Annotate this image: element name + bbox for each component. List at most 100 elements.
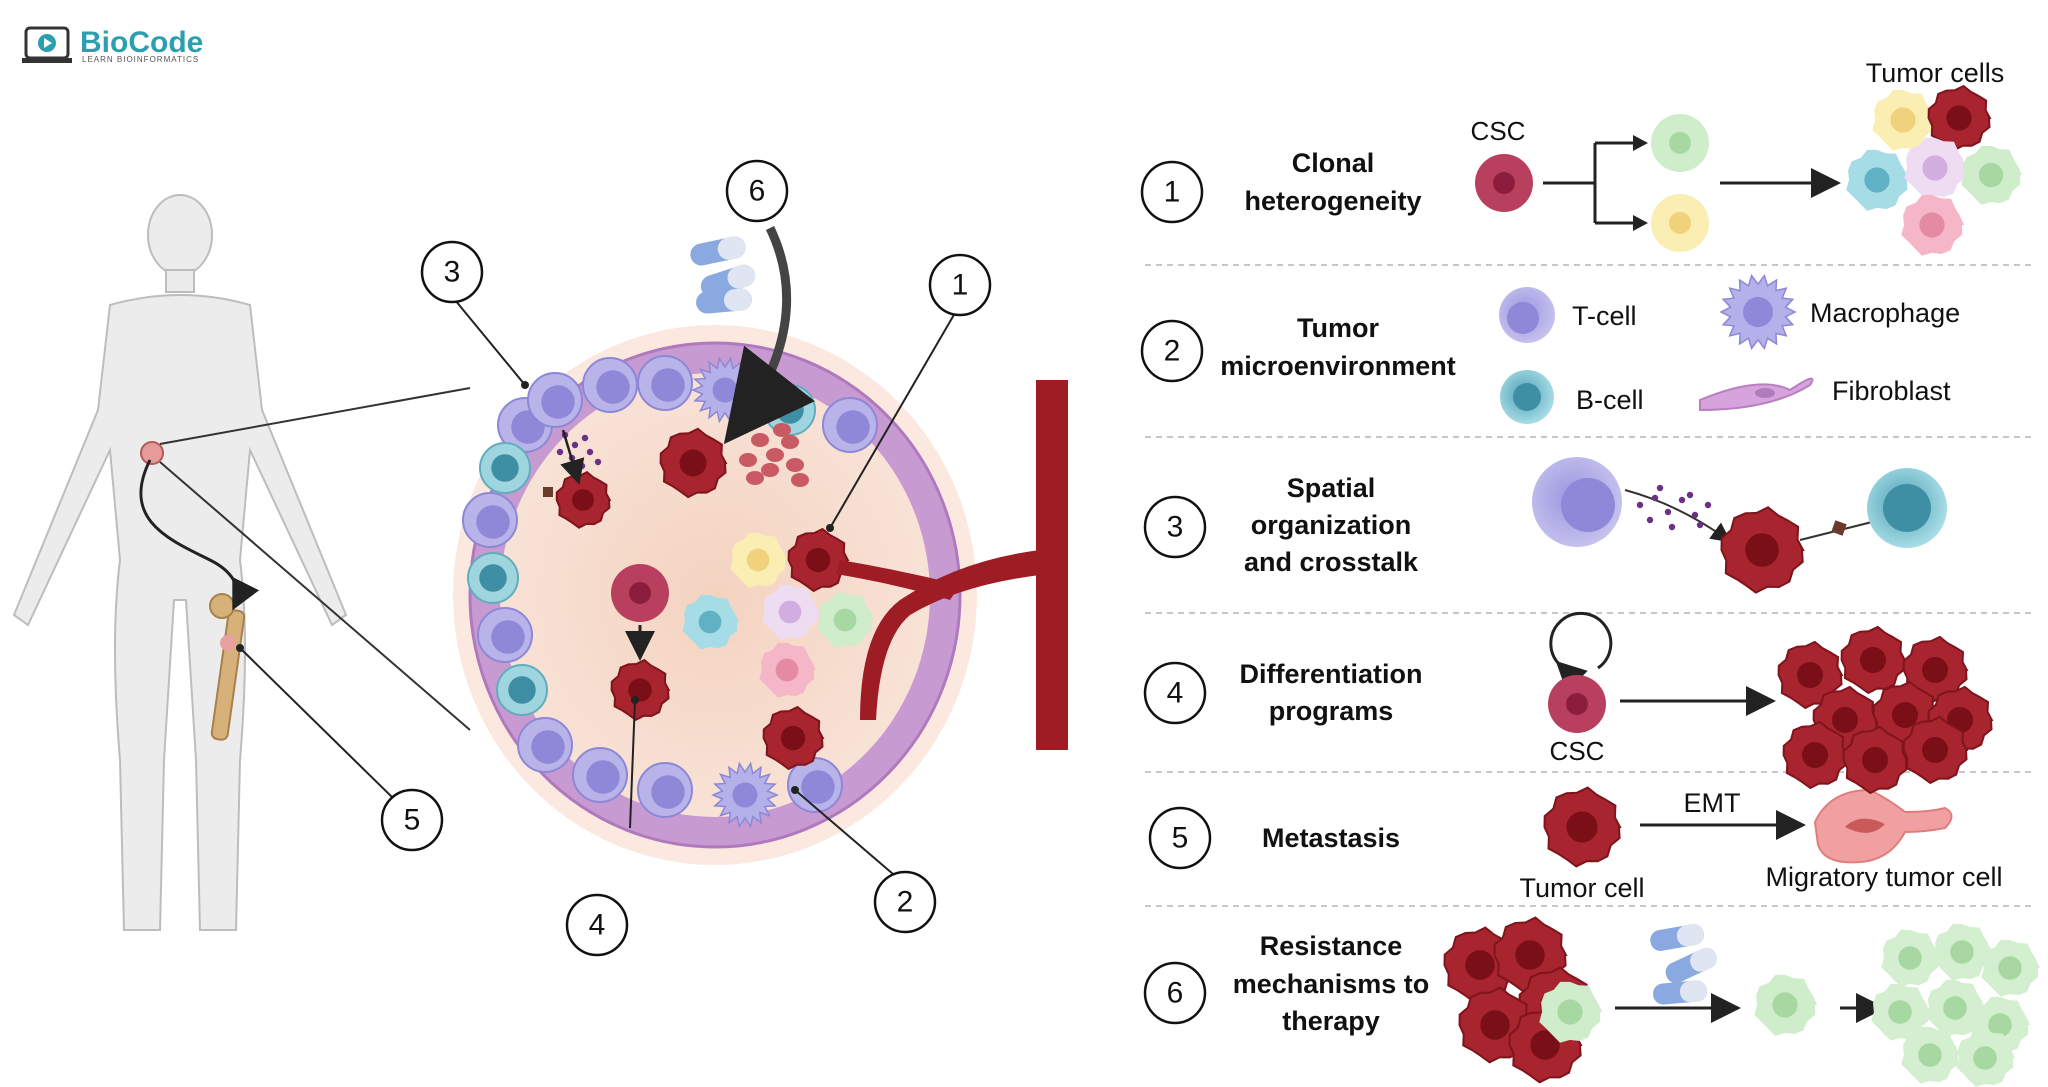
- resistant-clone-cell: [1871, 983, 1930, 1041]
- resistant-cell: [1754, 974, 1818, 1036]
- resistant-clone-cell: [1881, 929, 1940, 987]
- row-2-microenvironment-legend: T-cell B-cell Macrophage Fibroblast: [1499, 273, 1960, 424]
- b-cell: [467, 552, 519, 604]
- blood-vessel: [836, 380, 1068, 750]
- tumor-cell: [659, 427, 728, 499]
- t-cell: [787, 757, 843, 813]
- callout-5: 5: [380, 788, 444, 852]
- svg-text:4: 4: [1167, 677, 1184, 710]
- capsules-row-6: [1650, 924, 1717, 1005]
- resistant-cell: [1539, 981, 1603, 1043]
- row-1-title-line-2: heterogeneity: [1244, 186, 1421, 216]
- callout-1: 1: [928, 253, 992, 317]
- svg-text:5: 5: [404, 804, 421, 837]
- resistant-clone-cell: [1956, 1029, 2015, 1087]
- csc-row4-label: CSC: [1550, 736, 1605, 766]
- t-cell: [477, 607, 533, 663]
- fibroblast-label: Fibroblast: [1832, 376, 1951, 406]
- clone-red: [1927, 84, 1992, 152]
- row-6-title-line-2: mechanisms to: [1233, 969, 1430, 999]
- tumor-cell: [555, 471, 612, 529]
- callout-6: 6: [725, 159, 789, 223]
- macrophage: [1719, 273, 1797, 351]
- emt-label: EMT: [1684, 788, 1741, 818]
- tumor-subclone-cell: [762, 584, 819, 640]
- clone-green: [1961, 145, 2023, 205]
- row-5-metastasis-diagram: Tumor cell EMT Migratory tumor cell: [1519, 788, 2002, 903]
- row-2-title-line-2: microenvironment: [1220, 351, 1456, 381]
- tumor-cell: [762, 705, 825, 771]
- resistant-clone-cell: [1926, 979, 1985, 1037]
- row-3-title-line-1: Spatial: [1287, 473, 1376, 503]
- row-4-number: 4: [1143, 661, 1207, 725]
- row-5-title: Metastasis: [1262, 823, 1400, 853]
- tumor-subclone-cell: [682, 594, 739, 650]
- t-cell: [822, 397, 878, 453]
- svg-text:5: 5: [1172, 822, 1189, 855]
- tumor-cell-row3: [1720, 506, 1805, 594]
- biocode-logo: BioCode LEARN BIOINFORMATICS: [22, 26, 203, 64]
- zoom-line-top: [159, 387, 471, 445]
- differentiated-tumor-cell: [1777, 640, 1844, 710]
- row-1-title-line-1: Clonal: [1292, 148, 1375, 178]
- svg-text:4: 4: [589, 909, 606, 942]
- tumor-subclone-cell: [730, 532, 787, 588]
- human-body-silhouette: [12, 194, 348, 931]
- row-3-crosstalk-diagram: [1532, 457, 1947, 548]
- tumor-in-breast: [140, 441, 164, 465]
- resistant-clone-cell: [1981, 939, 2040, 997]
- svg-text:1: 1: [952, 269, 969, 302]
- logo-name: BioCode: [80, 26, 203, 59]
- tumor-cells-label: Tumor cells: [1866, 58, 2005, 88]
- callout-dots: [521, 381, 834, 794]
- row-3-title-line-2: organization: [1251, 510, 1412, 540]
- callout-lines: [454, 299, 956, 881]
- femur-bone: [209, 593, 246, 741]
- tumor-cells-layer: [462, 355, 878, 829]
- svg-text:1: 1: [1164, 176, 1181, 209]
- clone-pink: [1901, 194, 1965, 256]
- migratory-tumor-cell-label: Migratory tumor cell: [1765, 862, 2002, 892]
- resistant-clone-cell: [1901, 1026, 1960, 1084]
- t-cell: [527, 372, 583, 428]
- row-3-title-line-3: and crosstalk: [1244, 547, 1419, 577]
- t-cell-label: T-cell: [1572, 301, 1637, 331]
- logo-tagline: LEARN BIOINFORMATICS: [82, 55, 199, 64]
- row-1-number: 1: [1140, 160, 1204, 224]
- row-3-number: 3: [1143, 495, 1207, 559]
- clone-lilac: [1904, 137, 1968, 199]
- svg-text:6: 6: [749, 175, 766, 208]
- row-2-title-line-1: Tumor: [1297, 313, 1379, 343]
- csc-label: CSC: [1471, 116, 1526, 146]
- drug-arrow: [723, 226, 815, 445]
- differentiated-tumor-cell: [1842, 725, 1909, 795]
- row-6-title-line-1: Resistance: [1260, 931, 1403, 961]
- callout-3: 3: [420, 240, 484, 304]
- pointer-5: [239, 647, 396, 801]
- b-cell: [479, 442, 531, 494]
- differentiated-tumor-cell: [1782, 720, 1849, 790]
- differentiated-tumor-cell: [1902, 715, 1969, 785]
- svg-text:3: 3: [444, 256, 461, 289]
- dot-5: [236, 644, 244, 652]
- metastasis-path-arrow: [139, 459, 260, 611]
- row-4-title-line-2: programs: [1269, 696, 1394, 726]
- tumor-cell-label: Tumor cell: [1519, 873, 1644, 903]
- differentiated-tumor-cell: [1840, 625, 1907, 695]
- tumor-cell: [787, 527, 850, 593]
- row-6-title-line-3: therapy: [1282, 1006, 1380, 1036]
- t-cell: [582, 357, 638, 413]
- svg-text:3: 3: [1167, 511, 1184, 544]
- tumor-subclone-cell: [759, 642, 816, 698]
- t-cell: [462, 492, 518, 548]
- csc-cell: [611, 564, 669, 622]
- tumor-cell: [610, 658, 671, 721]
- clone-blue: [1846, 149, 1910, 211]
- row-2-number: 2: [1140, 319, 1204, 383]
- row-5-number: 5: [1148, 806, 1212, 870]
- callout-2: 2: [873, 870, 937, 934]
- resistant-clone-cell: [1933, 923, 1992, 981]
- svg-text:2: 2: [1164, 335, 1181, 368]
- zoom-line-bottom: [159, 461, 471, 731]
